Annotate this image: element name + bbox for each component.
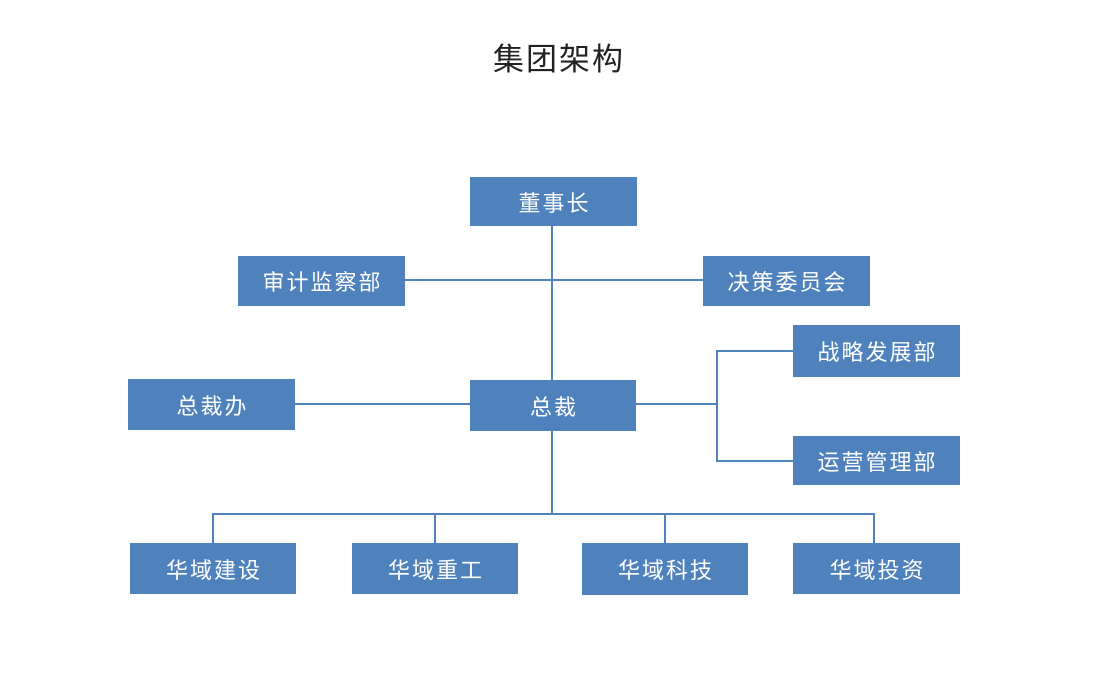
chart-title: 集团架构: [493, 42, 625, 77]
org-node-huayu-construction[interactable]: 华域建设: [130, 543, 296, 594]
org-node-president-office[interactable]: 总裁办: [128, 379, 295, 430]
org-node-huayu-heavy-industry[interactable]: 华域重工: [352, 543, 518, 594]
org-node-audit-dept[interactable]: 审计监察部: [238, 256, 405, 306]
org-node-chairman[interactable]: 董事长: [470, 177, 637, 226]
connector-to-operations-dept: [716, 460, 793, 462]
org-node-president[interactable]: 总裁: [470, 380, 636, 431]
connector-stub-heavy-industry: [434, 513, 436, 543]
connector-audit-committee-rail: [405, 279, 703, 281]
org-node-huayu-investment[interactable]: 华域投资: [793, 543, 960, 594]
org-node-operations-dept[interactable]: 运营管理部: [793, 436, 960, 485]
connector-stub-technology: [664, 513, 666, 543]
org-node-huayu-technology[interactable]: 华域科技: [582, 543, 748, 595]
connector-president-subsidiaries: [551, 431, 553, 515]
connector-stub-construction: [212, 513, 214, 543]
org-node-strategy-dept[interactable]: 战略发展部: [793, 325, 960, 377]
connector-subsidiaries-rail: [212, 513, 875, 515]
connector-stub-investment: [873, 513, 875, 543]
connector-to-strategy-dept: [716, 350, 793, 352]
connector-president-right-branch: [636, 403, 717, 405]
connector-right-bracket: [716, 351, 718, 462]
connector-chairman-president: [551, 226, 553, 380]
org-node-decision-committee[interactable]: 决策委员会: [703, 256, 870, 306]
connector-office-president: [295, 403, 470, 405]
